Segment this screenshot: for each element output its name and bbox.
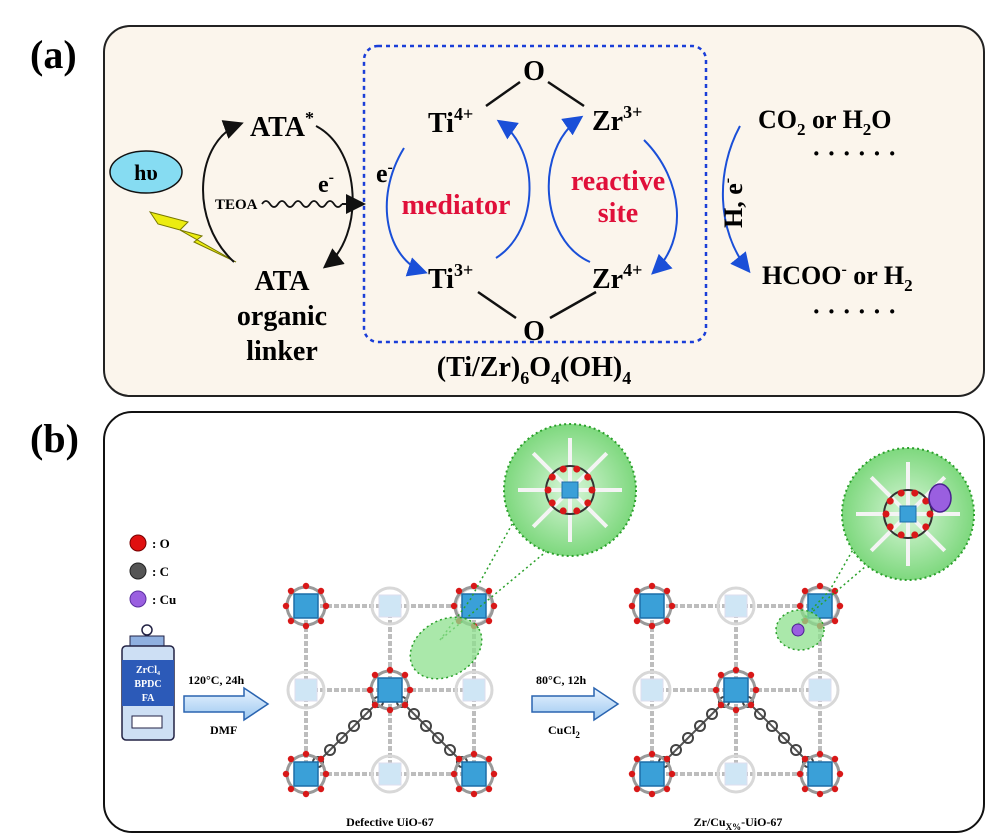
- ata-excited-label: ATA*: [250, 108, 314, 143]
- zr-cluster: [450, 750, 498, 798]
- ti4-label: Ti4+: [428, 104, 473, 139]
- ti-o-bond-top: [485, 80, 521, 108]
- reduction-arrow: [721, 125, 751, 274]
- zr-cluster: [366, 666, 414, 714]
- reactive-label: reactive: [571, 166, 665, 197]
- legend-o: : O: [152, 536, 170, 551]
- ata-ground-label: ATA: [255, 266, 311, 297]
- faded-cluster: [800, 670, 840, 710]
- step2-reagent: CuCl2: [548, 723, 580, 740]
- faded-cluster: [716, 754, 756, 794]
- mediator-label: mediator: [402, 190, 511, 221]
- ti-o-bond-bottom: [477, 290, 517, 320]
- oxygen-legend-icon: [129, 534, 147, 552]
- carbon-legend-icon: [129, 562, 147, 580]
- cu-zoom-view: [775, 447, 975, 651]
- ti3-label: Ti3+: [428, 260, 473, 295]
- caption-zr-cu-uio67: Zr/CuX%-UiO-67: [694, 815, 783, 832]
- defect-zoom-view: [409, 423, 637, 680]
- zr-o-bond-top: [547, 80, 585, 108]
- step2-arrow: [531, 686, 620, 722]
- faded-cluster: [370, 754, 410, 794]
- oxygen-bottom-label: O: [523, 316, 545, 347]
- hv-bubble: [109, 150, 183, 194]
- zr-o-bond-bottom: [549, 290, 597, 320]
- zr-cluster: [282, 582, 330, 630]
- linker-label: linker: [246, 336, 318, 367]
- step2-conditions: 80°C, 12h: [536, 673, 586, 687]
- teoa-wavy-line: [261, 200, 343, 208]
- reactants-dots: · · · · · ·: [812, 139, 897, 168]
- panel-b-label: (b): [30, 416, 79, 461]
- ti-electron-transfer-arrow: [495, 119, 531, 259]
- panel-a-frame: [103, 25, 985, 397]
- h-e-label: H, e-: [719, 178, 748, 228]
- faded-cluster: [454, 670, 494, 710]
- teoa-label: TEOA: [215, 197, 258, 213]
- zr-cluster: [628, 750, 676, 798]
- panel-b-frame: [103, 411, 985, 833]
- bottle-line-2: BPDC: [134, 679, 161, 690]
- zr3-label: Zr3+: [592, 102, 642, 137]
- electron-label-1: e-: [318, 169, 334, 198]
- legend-cu: : Cu: [152, 592, 176, 607]
- step1-arrow: [183, 686, 270, 722]
- relaxation-arrow: [315, 125, 354, 269]
- step1-solvent: DMF: [210, 723, 237, 737]
- hv-label: hυ: [134, 160, 158, 185]
- electron-label-2: e-: [376, 159, 393, 188]
- copper-legend-icon: [129, 590, 147, 608]
- zr-cluster: [796, 750, 844, 798]
- copper-atom-zoom: [928, 483, 952, 513]
- zr-cluster: [282, 750, 330, 798]
- zr-reduction-arrow: [547, 115, 591, 263]
- caption-defective-uio67: Defective UiO-67: [346, 815, 434, 829]
- panel-a-label: (a): [30, 32, 77, 77]
- zr-cluster: [712, 666, 760, 714]
- defective-uio67-structure: [282, 582, 498, 798]
- faded-cluster: [370, 586, 410, 626]
- zr-cluster: [628, 582, 676, 630]
- copper-site-marker: [791, 623, 805, 637]
- faded-cluster: [632, 670, 672, 710]
- step1-conditions: 120°C, 24h: [188, 673, 244, 687]
- bottle-line-3: FA: [142, 693, 155, 704]
- zr-cu-uio67-structure: [628, 582, 844, 798]
- faded-cluster: [716, 586, 756, 626]
- zr-oxidation-arrow: [643, 139, 678, 275]
- reagent-bottle-icon: ZrCl₄ BPDC FA: [121, 624, 175, 741]
- products-dots: · · · · · ·: [812, 297, 897, 326]
- atom-legend: : O : C : Cu: [129, 534, 176, 608]
- zr4-label: Zr4+: [592, 260, 642, 295]
- reactants-label: CO2 or H2O: [758, 105, 892, 139]
- faded-cluster: [286, 670, 326, 710]
- bottle-line-1: ZrCl₄: [136, 665, 160, 676]
- excitation-arrow: [202, 120, 244, 263]
- organic-label: organic: [237, 301, 327, 332]
- products-label: HCOO- or H2: [762, 261, 913, 295]
- ti-reduction-arrow: [385, 147, 428, 277]
- lightning-icon: [148, 211, 237, 263]
- oxygen-top-label: O: [523, 56, 545, 87]
- legend-c: : C: [152, 564, 169, 579]
- site-label: site: [598, 198, 638, 229]
- cluster-formula: (Ti/Zr)6O4(OH)4: [437, 352, 631, 388]
